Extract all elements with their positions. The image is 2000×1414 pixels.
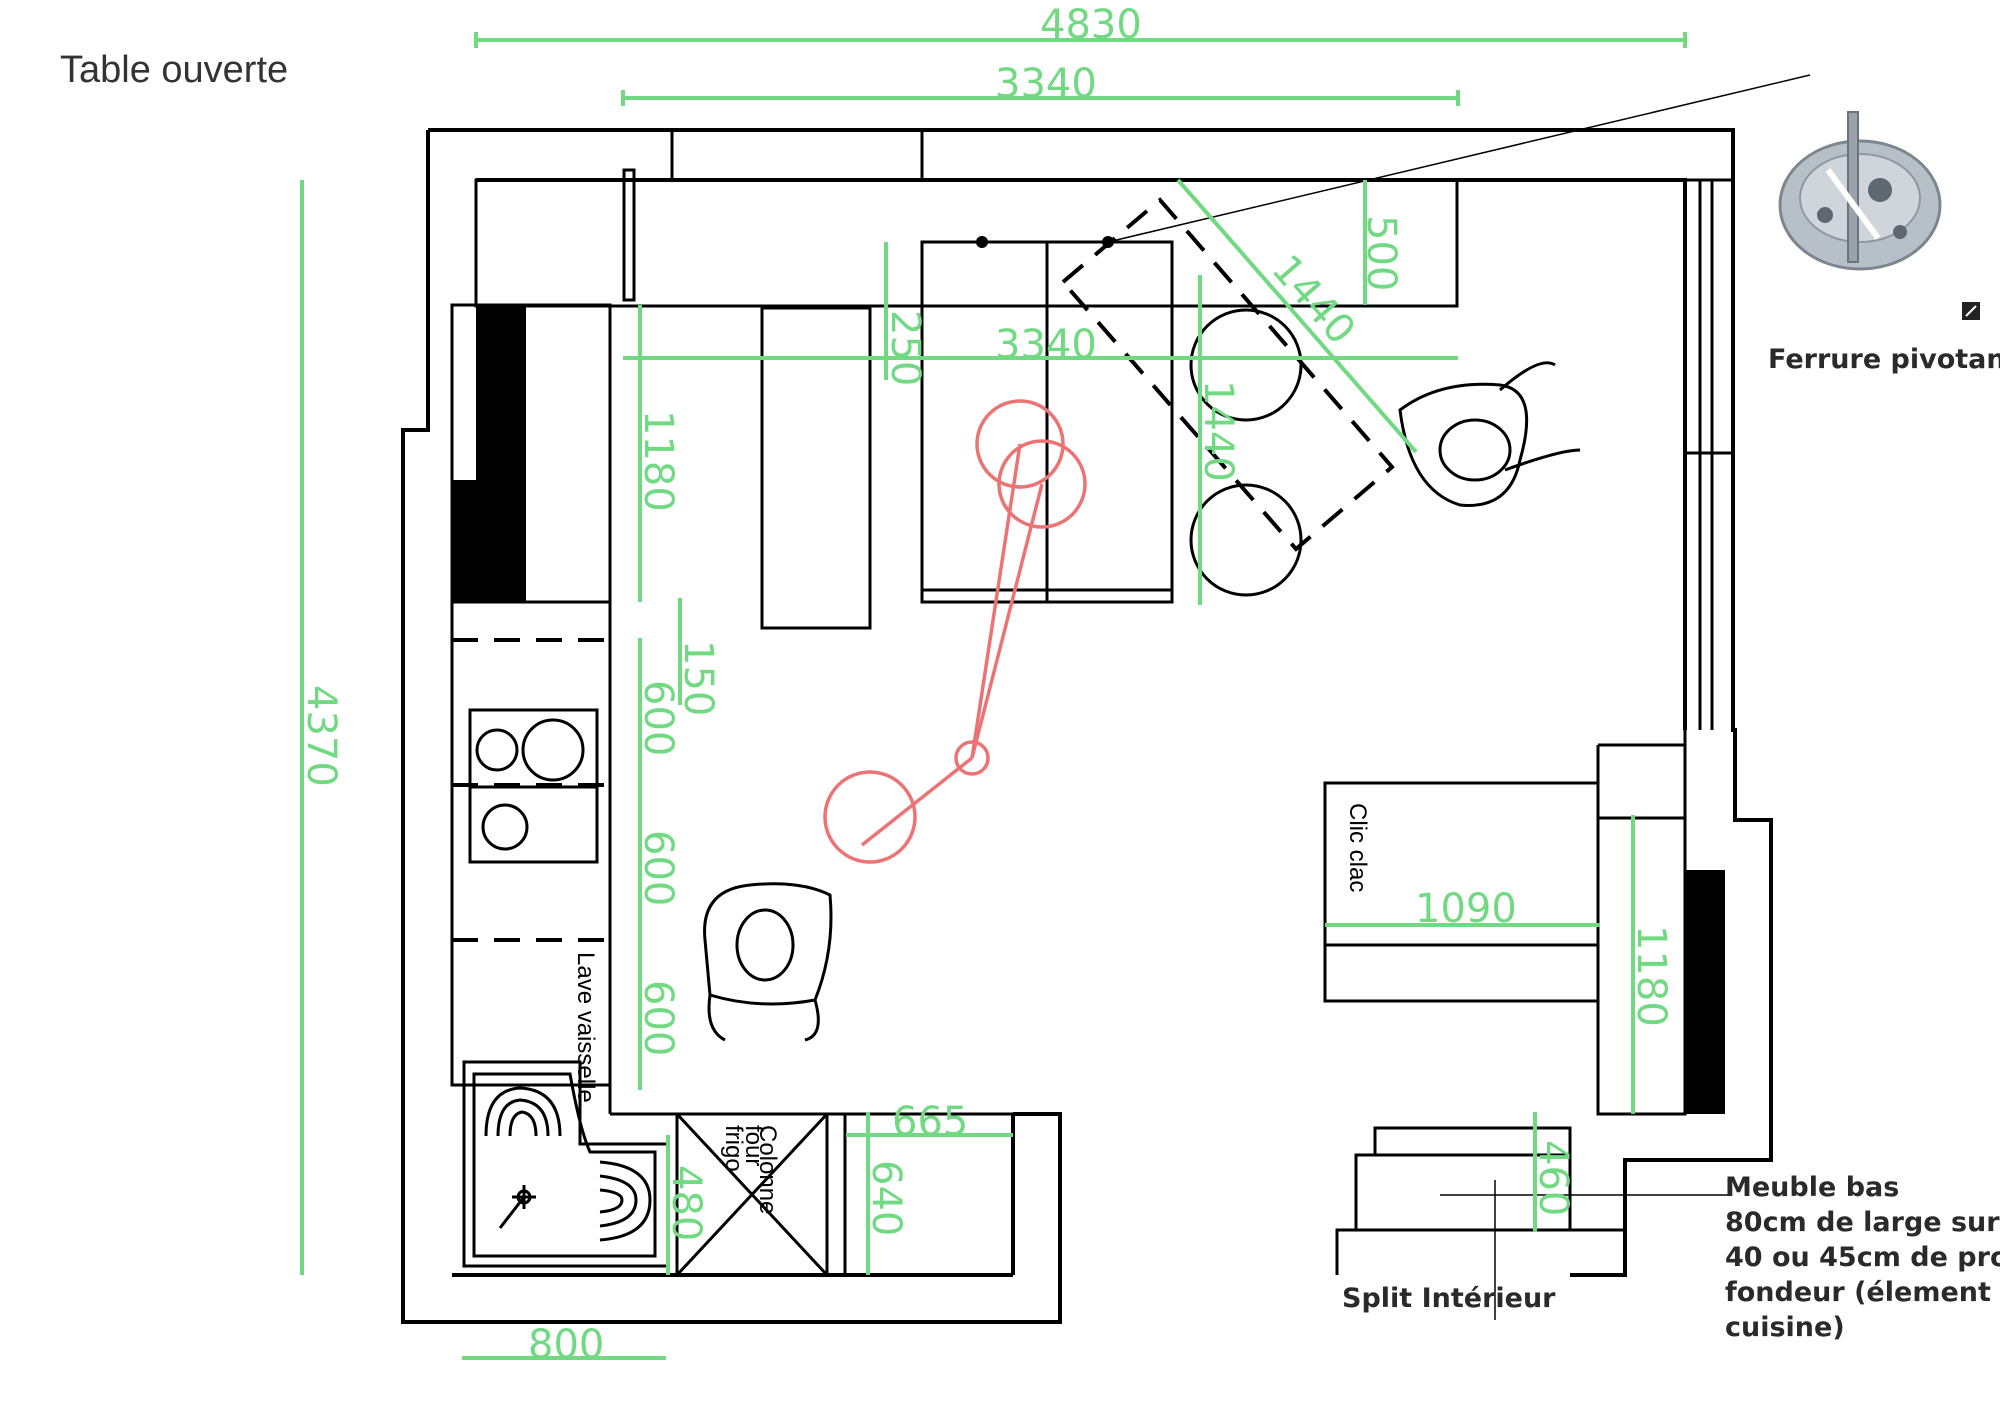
dim-1090: 1090 — [1415, 886, 1517, 932]
svg-text:four: four — [740, 1125, 767, 1166]
dim-1180-right: 1180 — [1628, 925, 1674, 1027]
cooktop — [468, 708, 599, 864]
svg-text:cuisine): cuisine) — [1725, 1312, 1845, 1343]
dim-665: 665 — [892, 1099, 968, 1145]
dim-600-2: 600 — [635, 830, 681, 906]
dim-3340-mid: 3340 — [995, 322, 1097, 368]
ferrure-title: Ferrure pivotante — [1768, 344, 2000, 375]
svg-text:40 ou 45cm de pro-: 40 ou 45cm de pro- — [1725, 1242, 2000, 1273]
dim-800: 800 — [528, 1322, 604, 1368]
dim-600-3: 600 — [635, 980, 681, 1056]
expand-icon[interactable] — [1962, 302, 1980, 320]
top-counter — [474, 168, 1459, 308]
dim-640: 640 — [863, 1160, 909, 1236]
split-interieur-note: Split Intérieur — [1342, 1283, 1556, 1314]
dim-250: 250 — [882, 310, 928, 386]
dining-area — [760, 74, 1811, 630]
colonne-label: Colonne four frigo — [720, 1125, 781, 1214]
dim-500: 500 — [1358, 215, 1404, 291]
person-top — [1398, 361, 1581, 507]
corner-sink — [462, 1060, 670, 1268]
dim-1180-left: 1180 — [635, 410, 681, 512]
svg-text:Colonne: Colonne — [754, 1125, 781, 1214]
svg-text:frigo: frigo — [720, 1125, 747, 1172]
plan-title: Table ouverte — [60, 49, 288, 91]
lave-vaisselle-label: Lave vaisselle — [572, 952, 599, 1103]
movement-path — [823, 399, 1087, 864]
svg-text:fondeur (élement de: fondeur (élement de — [1725, 1277, 2000, 1308]
dim-460: 460 — [1530, 1140, 1576, 1216]
svg-text:80cm de large sur: 80cm de large sur — [1725, 1207, 2000, 1238]
meuble-bas-note: Meuble bas 80cm de large sur 40 ou 45cm … — [1725, 1172, 2000, 1343]
ferrure-image — [1778, 111, 1942, 271]
bottom-cabinets — [452, 1085, 1015, 1277]
dim-480: 480 — [663, 1165, 709, 1241]
dim-3340-top: 3340 — [995, 61, 1097, 107]
living-area — [1323, 730, 1725, 1116]
dimension-texts: 4830 3340 3340 500 1440 1440 250 1180 15… — [298, 2, 1674, 1368]
person-bottom — [703, 882, 833, 1042]
dim-150: 150 — [675, 640, 721, 716]
dim-600-1: 600 — [635, 680, 681, 756]
dim-4830: 4830 — [1040, 2, 1142, 48]
clic-clac-label: Clic clac — [1344, 803, 1371, 892]
dimension-lines — [300, 32, 1687, 1360]
left-kitchen-run — [450, 303, 612, 1087]
svg-text:Meuble bas: Meuble bas — [1725, 1172, 1899, 1203]
dim-1440-vert: 1440 — [1195, 380, 1241, 482]
dim-4370: 4370 — [298, 685, 344, 787]
